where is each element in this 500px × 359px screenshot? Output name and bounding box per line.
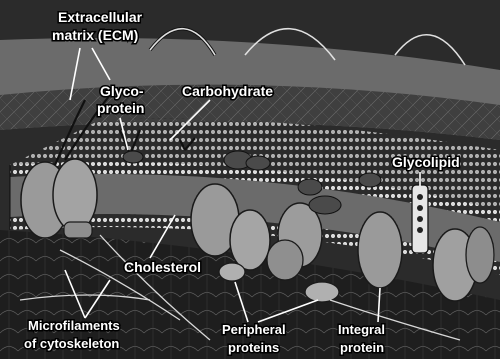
integral-label-line2: protein (340, 340, 384, 355)
microfilaments-label-line2: of cytoskeleton (24, 336, 119, 351)
glycolipid-label: Glycolipid (392, 154, 460, 170)
peripheral-label-line2: proteins (228, 340, 279, 355)
glycoprotein-label-line1: Glyco- (100, 83, 144, 99)
carbohydrate-label: Carbohydrate (182, 83, 273, 99)
peripheral-label-line1: Peripheral (222, 322, 286, 337)
peripheral-protein (305, 282, 339, 302)
cholesterol-label: Cholesterol (124, 259, 201, 275)
glycoprotein-label-line2: protein (97, 100, 144, 116)
ecm-label-line2: matrix (ECM) (52, 27, 138, 43)
ecm-label-line1: Extracellular (58, 9, 143, 25)
peripheral-protein (219, 263, 245, 281)
integral-label-line1: Integral (338, 322, 385, 337)
glycolipid-shape (412, 185, 428, 253)
microfilaments-label-line1: Microfilaments (28, 318, 120, 333)
integral-protein-left (21, 159, 97, 238)
